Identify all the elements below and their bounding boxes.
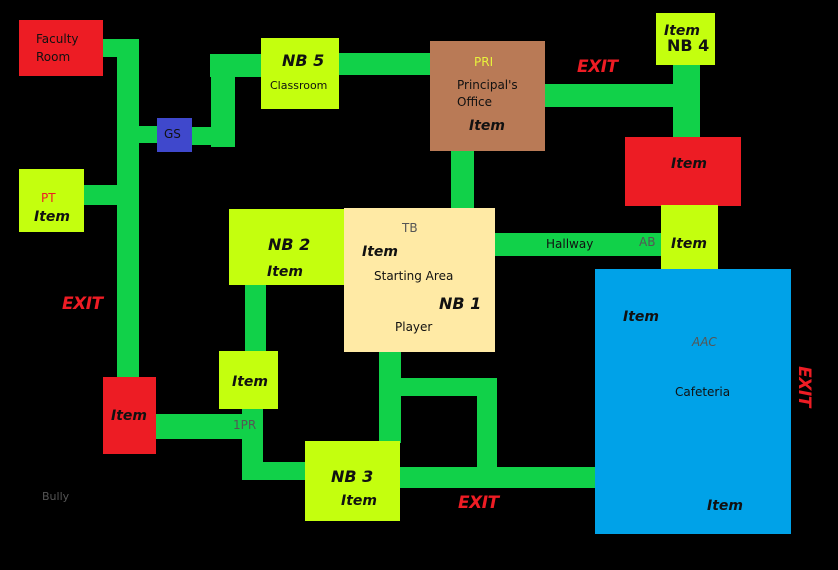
hallway-nb5-pri — [337, 53, 432, 75]
room-nb3[interactable]: NB 3 Item — [305, 441, 400, 521]
cafe-item-1: Item — [623, 309, 659, 325]
nb1-item: Item — [362, 244, 398, 260]
hallway-left-vertical — [117, 39, 139, 379]
room-pt[interactable]: PT Item — [19, 169, 84, 232]
1pr-label: 1PR — [233, 418, 257, 432]
faculty-label-1: Faculty — [36, 32, 79, 46]
room-red-right[interactable]: Item — [625, 137, 741, 206]
nb1-sub: Starting Area — [374, 269, 454, 283]
bully-label: Bully — [42, 490, 70, 503]
cafe-item-2: Item — [707, 498, 743, 514]
nb3-item: Item — [341, 493, 377, 509]
room-nb5[interactable]: NB 5 Classroom — [261, 38, 339, 109]
hallway-gs-left — [137, 126, 159, 143]
exit-left: EXIT — [62, 294, 103, 314]
ab-item: Item — [671, 236, 707, 252]
small-lime-item: Item — [232, 374, 268, 390]
nb1-name: NB 1 — [439, 294, 482, 313]
ab-label: AB — [639, 235, 656, 249]
exit-top: EXIT — [577, 57, 618, 77]
nb2-item: Item — [267, 264, 303, 280]
hallway-pt-stub — [81, 185, 121, 205]
hallway-nb4-vertical — [673, 63, 700, 139]
pri-line2: Office — [457, 95, 493, 109]
nb3-name: NB 3 — [331, 467, 374, 486]
room-nb1-starting-area[interactable]: TB Item Starting Area NB 1 Player — [344, 208, 495, 352]
pri-code: PRI — [474, 55, 494, 69]
hallway-main — [492, 233, 664, 256]
room-principals-office[interactable]: PRI Principal's Office Item — [430, 41, 545, 151]
room-faculty[interactable]: Faculty Room — [19, 20, 103, 76]
hallway-1pr-nb3 — [242, 462, 308, 480]
room-small-lime[interactable]: Item — [219, 351, 278, 409]
room-red-left[interactable]: Item — [103, 377, 156, 454]
nb4-name: NB 4 — [667, 36, 710, 55]
nb4-item: Item — [664, 23, 700, 39]
pt-item: Item — [34, 209, 70, 225]
cafe-name: Cafeteria — [675, 385, 731, 399]
room-ab[interactable]: Item — [661, 205, 718, 271]
hallway-loop-right — [477, 378, 497, 470]
hallway-loop-top — [399, 378, 497, 396]
red-right-item: Item — [671, 156, 707, 172]
hallway-nb2-down — [245, 284, 266, 352]
room-gs[interactable]: GS — [157, 118, 192, 152]
exit-right: EXIT — [793, 366, 814, 407]
aac-code: AAC — [692, 335, 717, 349]
pri-item: Item — [469, 118, 505, 134]
hallway-pri-east — [544, 84, 699, 107]
gs-label: GS — [164, 127, 181, 141]
faculty-label-2: Room — [36, 50, 71, 64]
hallway-nb3-cafe — [399, 467, 597, 488]
nb5-name: NB 5 — [282, 51, 325, 70]
hallway-label: Hallway — [546, 237, 594, 251]
nb5-sub: Classroom — [270, 79, 328, 92]
hallway-nb1-down — [379, 351, 401, 443]
room-nb2[interactable]: NB 2 Item — [229, 209, 345, 285]
nb1-player: Player — [395, 320, 433, 334]
pt-code: PT — [41, 191, 56, 205]
hallway-pri-nb1 — [451, 150, 474, 210]
room-nb4[interactable]: Item NB 4 — [656, 13, 715, 65]
hallway-red-1pr — [154, 414, 244, 439]
tb-code: TB — [402, 221, 418, 235]
room-cafeteria[interactable]: Item AAC Cafeteria Item — [595, 269, 791, 534]
nb2-name: NB 2 — [268, 235, 311, 254]
hallway-nb5-left — [210, 54, 263, 77]
red-left-item: Item — [111, 408, 147, 424]
exit-bottom: EXIT — [458, 493, 499, 513]
pri-line1: Principal's — [457, 78, 518, 92]
